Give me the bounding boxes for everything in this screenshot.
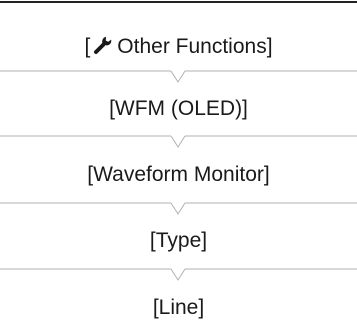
step-prefix: [	[84, 35, 91, 58]
step-type: [Type]	[149, 229, 208, 252]
tool-icon	[94, 36, 112, 54]
flow-divider	[0, 268, 357, 282]
step-label: Other Functions]	[117, 35, 273, 58]
flow-divider	[0, 135, 357, 149]
top-rule	[0, 1, 357, 3]
step-other-functions: [ Other Functions]	[0, 35, 357, 59]
flow-divider	[0, 202, 357, 216]
step-wfm-oled: [WFM (OLED)]	[109, 97, 248, 120]
step-waveform-monitor: [Waveform Monitor]	[87, 163, 270, 186]
flow-divider	[0, 70, 357, 84]
step-line: [Line]	[152, 296, 205, 319]
